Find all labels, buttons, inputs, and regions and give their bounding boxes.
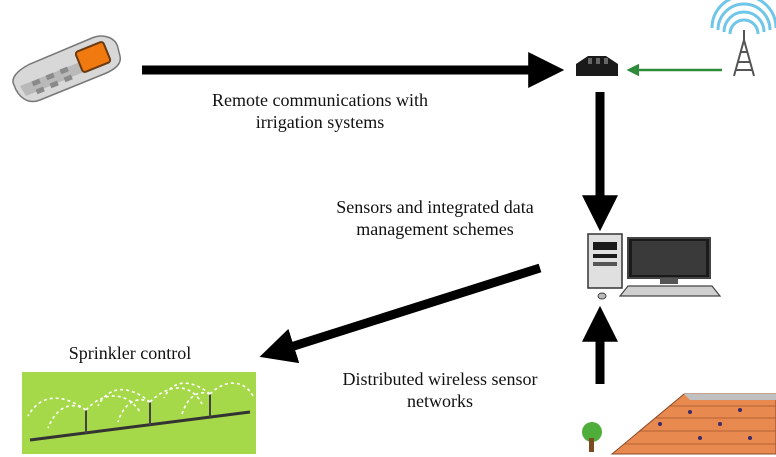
sprinkler-line: Sprinkler control	[68, 343, 192, 363]
sprinkler-field-icon	[22, 372, 256, 454]
wireless-sensor-networks-label: Distributed wireless sensor networks	[290, 368, 590, 412]
computer-icon	[587, 233, 722, 300]
remote-communications-line-2: irrigation systems	[255, 112, 385, 132]
mobile-phone-icon	[12, 35, 122, 103]
sprinkler-control-label: Sprinkler control	[30, 342, 230, 364]
sensor-field-icon	[582, 393, 776, 455]
sensors-data-management-label: Sensors and integrated data management s…	[285, 196, 585, 240]
remote-communications-label: Remote communications with irrigation sy…	[155, 89, 485, 133]
wsn-line-1: Distributed wireless sensor	[342, 369, 538, 389]
wsn-line-2: networks	[407, 391, 473, 411]
arrow-computer-to-sprinkler	[259, 263, 542, 364]
sensors-line-1: Sensors and integrated data	[336, 197, 534, 217]
sensors-line-2: management schemes	[356, 219, 514, 239]
tower-icon	[710, 0, 776, 77]
house-icon	[576, 56, 618, 76]
remote-communications-line-1: Remote communications with	[212, 90, 428, 110]
